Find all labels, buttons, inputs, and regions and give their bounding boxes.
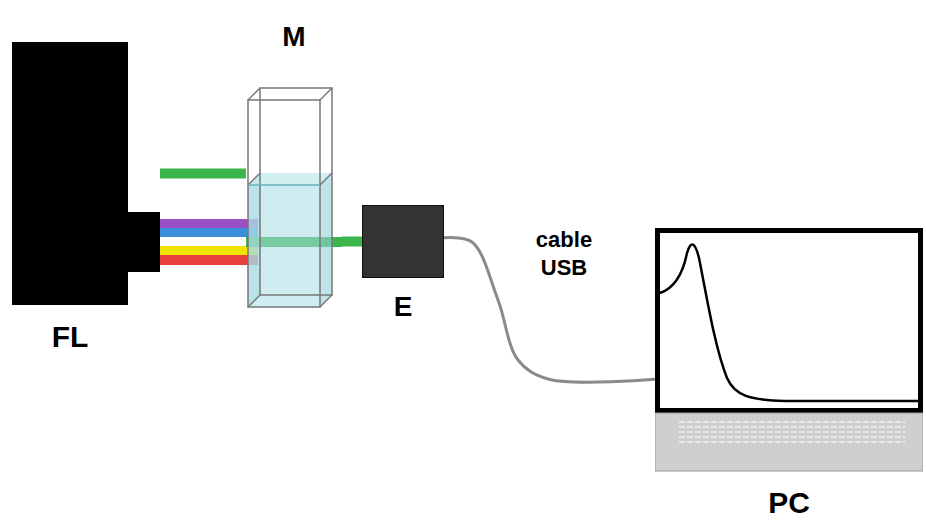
light-source: FL bbox=[12, 42, 160, 305]
yellow-beam bbox=[160, 246, 258, 255]
cuvette: M bbox=[246, 85, 342, 325]
blue-beam bbox=[160, 228, 258, 237]
light-source-shape bbox=[12, 42, 160, 305]
computer-shape bbox=[655, 228, 923, 472]
part-label: FL bbox=[12, 320, 128, 355]
violet-beam bbox=[160, 219, 258, 228]
green-beam bbox=[160, 169, 246, 179]
spectrum-curve bbox=[660, 244, 918, 401]
green-beam bbox=[342, 237, 362, 247]
part-label: PC bbox=[655, 486, 923, 521]
detector-body bbox=[362, 205, 444, 278]
red-beam bbox=[160, 255, 258, 265]
cuvette-shape bbox=[246, 85, 342, 325]
lamp-housing bbox=[12, 42, 128, 305]
computer: PC bbox=[655, 228, 923, 472]
part-label: M bbox=[246, 21, 342, 53]
detector-shape bbox=[362, 205, 444, 278]
cuvette-glass bbox=[248, 88, 332, 307]
detector: E bbox=[362, 205, 444, 278]
part-label: E bbox=[362, 291, 444, 323]
laptop-base bbox=[655, 413, 923, 471]
cable-label: cable USB bbox=[524, 226, 604, 281]
lamp-outlet bbox=[128, 212, 160, 272]
laptop-screen bbox=[658, 231, 921, 411]
